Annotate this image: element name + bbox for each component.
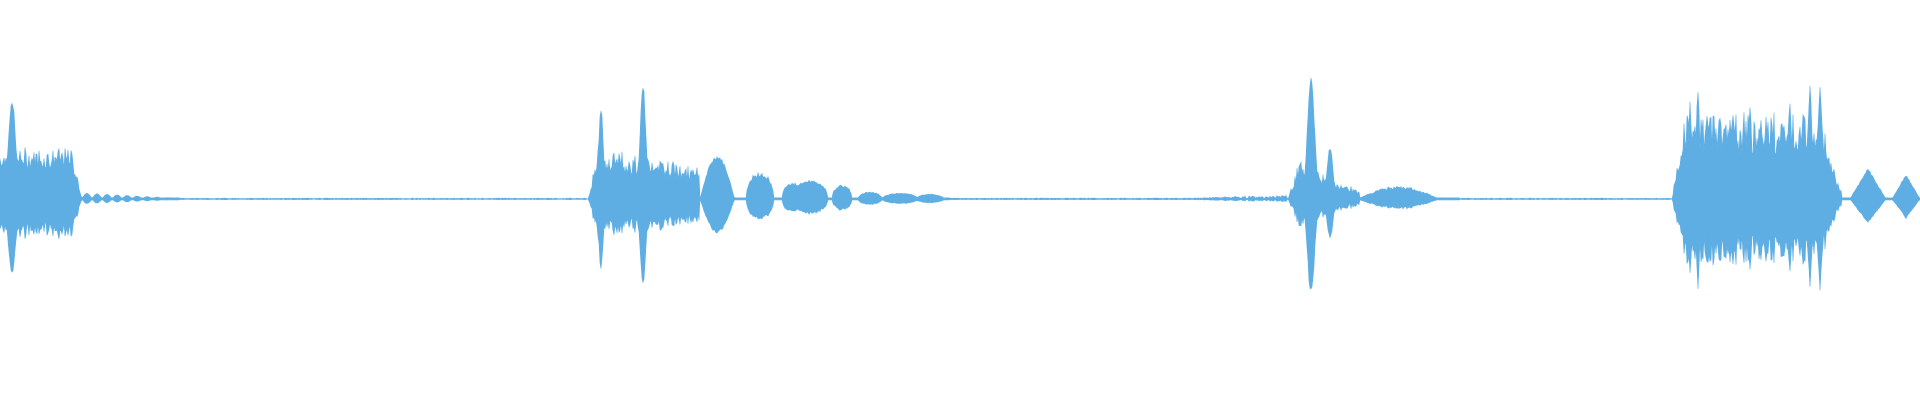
waveform-shape bbox=[0, 77, 1920, 291]
waveform-envelope bbox=[0, 77, 1920, 291]
